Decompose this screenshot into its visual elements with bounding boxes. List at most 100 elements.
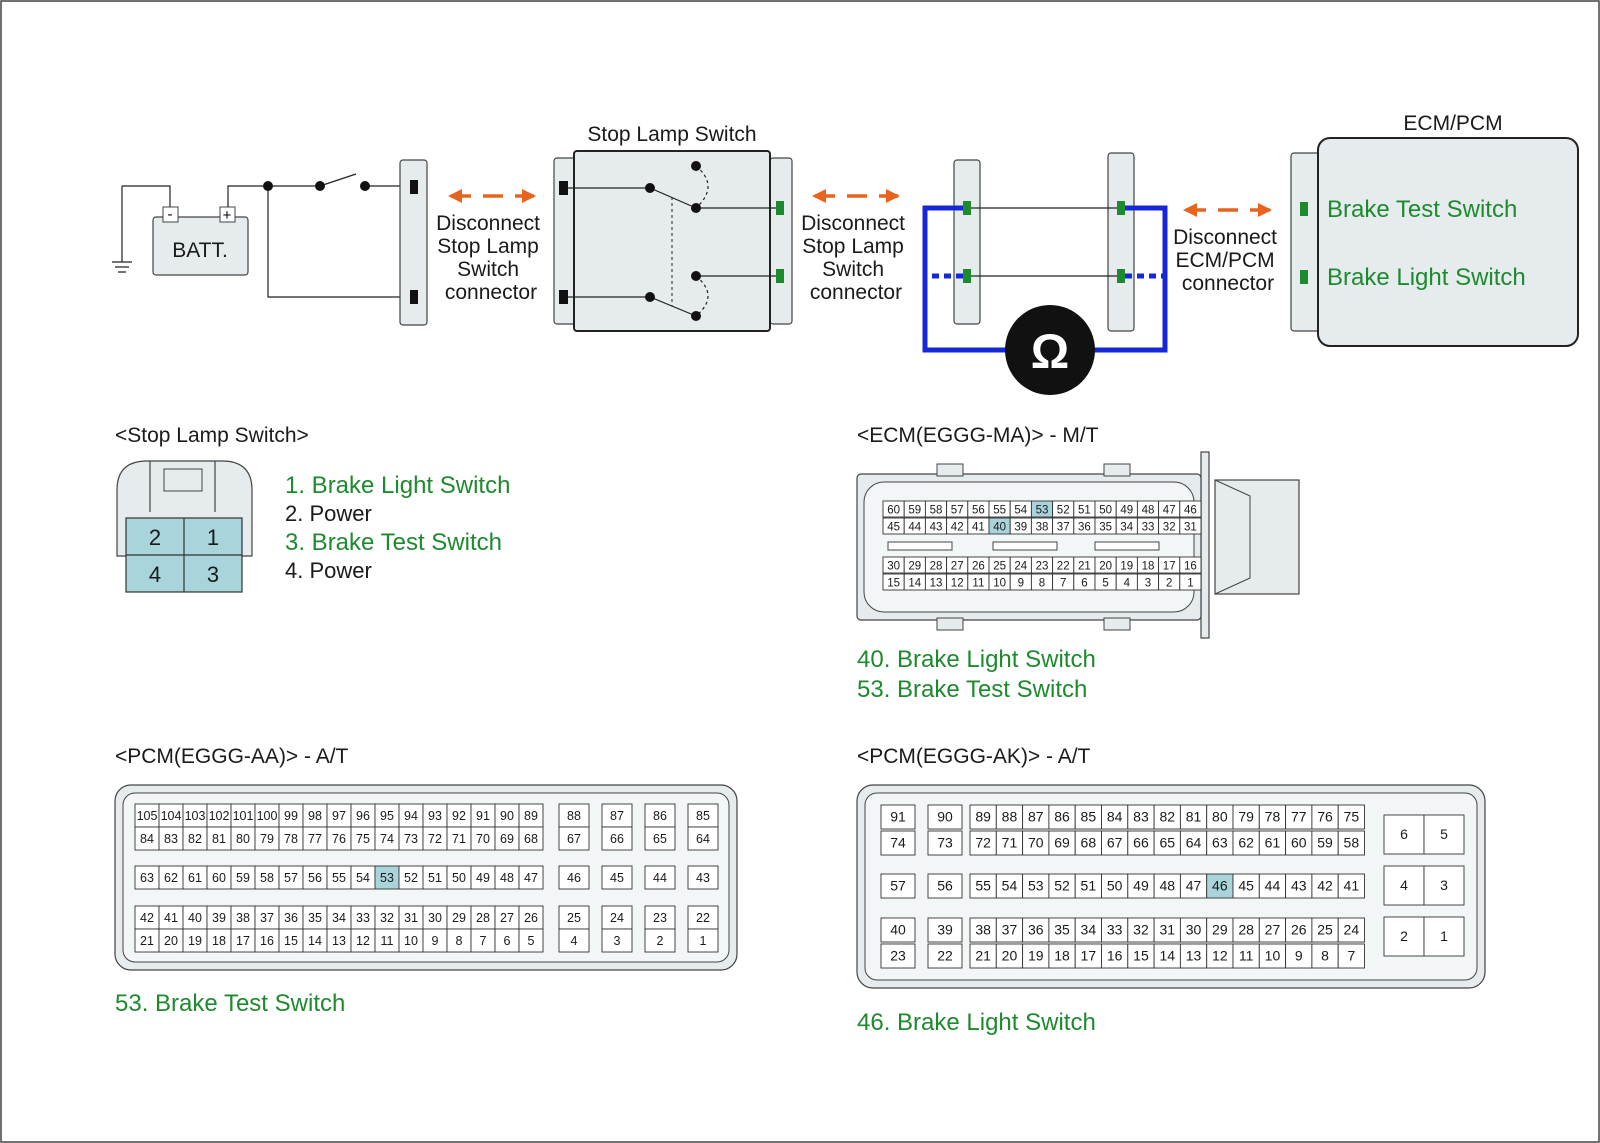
pcm-aa-pin-86-label: 86 xyxy=(653,809,667,823)
pcm-aa-pin-101: 101 xyxy=(230,803,256,828)
pcm-aa-pin-36-label: 36 xyxy=(284,911,298,925)
pcm-aa-pin-90-label: 90 xyxy=(500,809,514,823)
ecm-ma-pin-60-label: 60 xyxy=(887,505,900,517)
pcm-ak-pin-43-label: 43 xyxy=(1291,878,1307,894)
pcm-ak-pin-74: 74 xyxy=(880,830,916,856)
pcm-ak-pin-27: 27 xyxy=(1258,917,1287,943)
ecm-ma-pin-40-label: 40 xyxy=(993,522,1006,534)
pcm-aa-pin-65: 65 xyxy=(644,826,676,851)
pcm-ak-pin-8: 8 xyxy=(1311,943,1339,969)
pcm-ak-pin-58: 58 xyxy=(1337,830,1365,856)
pcm-ak-pin-31: 31 xyxy=(1153,917,1181,943)
pcm-ak-pin-28: 28 xyxy=(1232,917,1260,943)
ecm-ma-pin-20: 20 xyxy=(1094,556,1117,574)
pcm-aa-pin-81: 81 xyxy=(206,826,232,851)
pcm-aa-pin-79: 79 xyxy=(254,826,280,851)
pcm-ak-pin-75-label: 75 xyxy=(1344,809,1360,825)
ecm-ma-pin-58-label: 58 xyxy=(930,505,943,517)
ecm-ma-pin-42: 42 xyxy=(946,517,969,535)
pcm-aa-pin-88-label: 88 xyxy=(567,809,581,823)
ecm-ma-pin-18: 18 xyxy=(1136,556,1160,574)
pcm-aa-pin-22: 22 xyxy=(687,905,719,930)
pcm-aa-pin-4: 4 xyxy=(558,928,590,953)
ohmmeter-icon: Ω xyxy=(1005,305,1095,395)
pcm-ak-pin-24: 24 xyxy=(1337,917,1365,943)
ecm-ma-legend-53: 53. Brake Test Switch xyxy=(857,676,1087,703)
pcm-ak-pin-74-label: 74 xyxy=(890,835,906,851)
pcm-ak-pin-37: 37 xyxy=(995,917,1024,943)
pcm-aa-pin-54-label: 54 xyxy=(356,871,370,885)
pcm-ak-pin-41-label: 41 xyxy=(1344,878,1360,894)
pcm-aa-pin-73-label: 73 xyxy=(404,832,418,846)
pcm-aa-pin-32-label: 32 xyxy=(380,911,394,925)
pcm-aa-pin-49-label: 49 xyxy=(476,871,490,885)
ecm-ma-pin-49: 49 xyxy=(1115,500,1138,518)
ecm-ma-pin-22: 22 xyxy=(1052,556,1075,574)
pcm-aa-pin-16-label: 16 xyxy=(260,934,274,948)
pcm-aa-pin-84: 84 xyxy=(134,826,160,851)
pcm-aa-pin-60: 60 xyxy=(206,865,232,890)
pcm-aa-pin-3-label: 3 xyxy=(614,934,621,948)
pcm-aa-pin-41-label: 41 xyxy=(164,911,178,925)
ecm-ma-pin-24: 24 xyxy=(1009,556,1032,574)
pcm-aa-pin-44: 44 xyxy=(644,865,676,890)
pcm-aa-pin-12-label: 12 xyxy=(356,934,370,948)
ecm-ma-pin-19: 19 xyxy=(1115,556,1138,574)
pcm-aa-pin-94: 94 xyxy=(398,803,424,828)
pcm-ak-pin-77: 77 xyxy=(1285,804,1313,830)
pcm-aa-pin-72-label: 72 xyxy=(428,832,442,846)
pcm-ak-pin-26: 26 xyxy=(1285,917,1313,943)
pcm-aa-pin-43: 43 xyxy=(687,865,719,890)
pcm-ak-pin-57: 57 xyxy=(880,873,916,899)
pcm-aa-pin-17: 17 xyxy=(230,928,256,953)
pcm-ak-pin-46-label: 46 xyxy=(1212,878,1228,894)
pcm-aa-pin-9-label: 9 xyxy=(432,934,439,948)
pcm-ak-pin-87-label: 87 xyxy=(1028,809,1044,825)
ecm-ma-pin-31: 31 xyxy=(1179,517,1202,535)
pcm-ak-pin-15: 15 xyxy=(1127,943,1155,969)
pcm-aa-pin-82: 82 xyxy=(182,826,208,851)
pcm-ak-pin-1: 1 xyxy=(1423,916,1465,957)
pcm-ak-pin-72-label: 72 xyxy=(975,835,991,851)
ecm-ma-pin-5-label: 5 xyxy=(1102,578,1108,590)
pcm-ak-pin-10-label: 10 xyxy=(1265,948,1281,964)
pcm-aa-pin-75: 75 xyxy=(350,826,376,851)
ecm-ma-pin-55: 55 xyxy=(988,500,1011,518)
ecm-ma-pin-24-label: 24 xyxy=(1014,561,1027,573)
pcm-ak-pin-64-label: 64 xyxy=(1186,835,1202,851)
pcm-ak-pin-85-label: 85 xyxy=(1081,809,1097,825)
ecm-ma-pin-5: 5 xyxy=(1094,573,1117,591)
pcm-aa-pin-46: 46 xyxy=(558,865,590,890)
pcm-aa-pin-19-label: 19 xyxy=(188,934,202,948)
pcm-ak-pin-90-label: 90 xyxy=(937,809,953,825)
battery-label: BATT. xyxy=(172,239,228,262)
pcm-aa-pin-24-label: 24 xyxy=(610,911,624,925)
pcm-aa-pin-25: 25 xyxy=(558,905,590,930)
pcm-aa-pin-52-label: 52 xyxy=(404,871,418,885)
pcm-ak-pin-52: 52 xyxy=(1048,873,1076,899)
pcm-ak-pin-61-label: 61 xyxy=(1265,835,1281,851)
pcm-ak-pin-2-label: 2 xyxy=(1400,928,1408,944)
pcm-aa-pin-15-label: 15 xyxy=(284,934,298,948)
pcm-ak-pin-48: 48 xyxy=(1153,873,1181,899)
pcm-aa-pin-27-label: 27 xyxy=(500,911,514,925)
pcm-ak-pin-53: 53 xyxy=(1022,873,1050,899)
pcm-ak-pin-19-label: 19 xyxy=(1028,948,1044,964)
pcm-aa-pin-42-label: 42 xyxy=(140,911,154,925)
ecm-ma-pin-38-label: 38 xyxy=(1036,522,1049,534)
pcm-ak-pin-49-label: 49 xyxy=(1133,878,1149,894)
pcm-ak-pin-60-label: 60 xyxy=(1291,835,1307,851)
ecm-ma-pin-12-label: 12 xyxy=(951,578,964,590)
pcm-aa-pin-10-label: 10 xyxy=(404,934,418,948)
pcm-aa-pin-26: 26 xyxy=(518,905,544,930)
pcm-ak-pin-32: 32 xyxy=(1127,917,1155,943)
pcm-ak-pin-84-label: 84 xyxy=(1107,809,1123,825)
pcm-ak-pin-31-label: 31 xyxy=(1159,922,1175,938)
pcm-aa-pin-71-label: 71 xyxy=(452,832,466,846)
ecm-ma-pin-59-label: 59 xyxy=(908,505,921,517)
ecm-ma-pin-23-label: 23 xyxy=(1036,561,1049,573)
ecm-ma-pin-9: 9 xyxy=(1009,573,1032,591)
pcm-aa-pin-31: 31 xyxy=(398,905,424,930)
ecm-ma-pin-28: 28 xyxy=(924,556,948,574)
